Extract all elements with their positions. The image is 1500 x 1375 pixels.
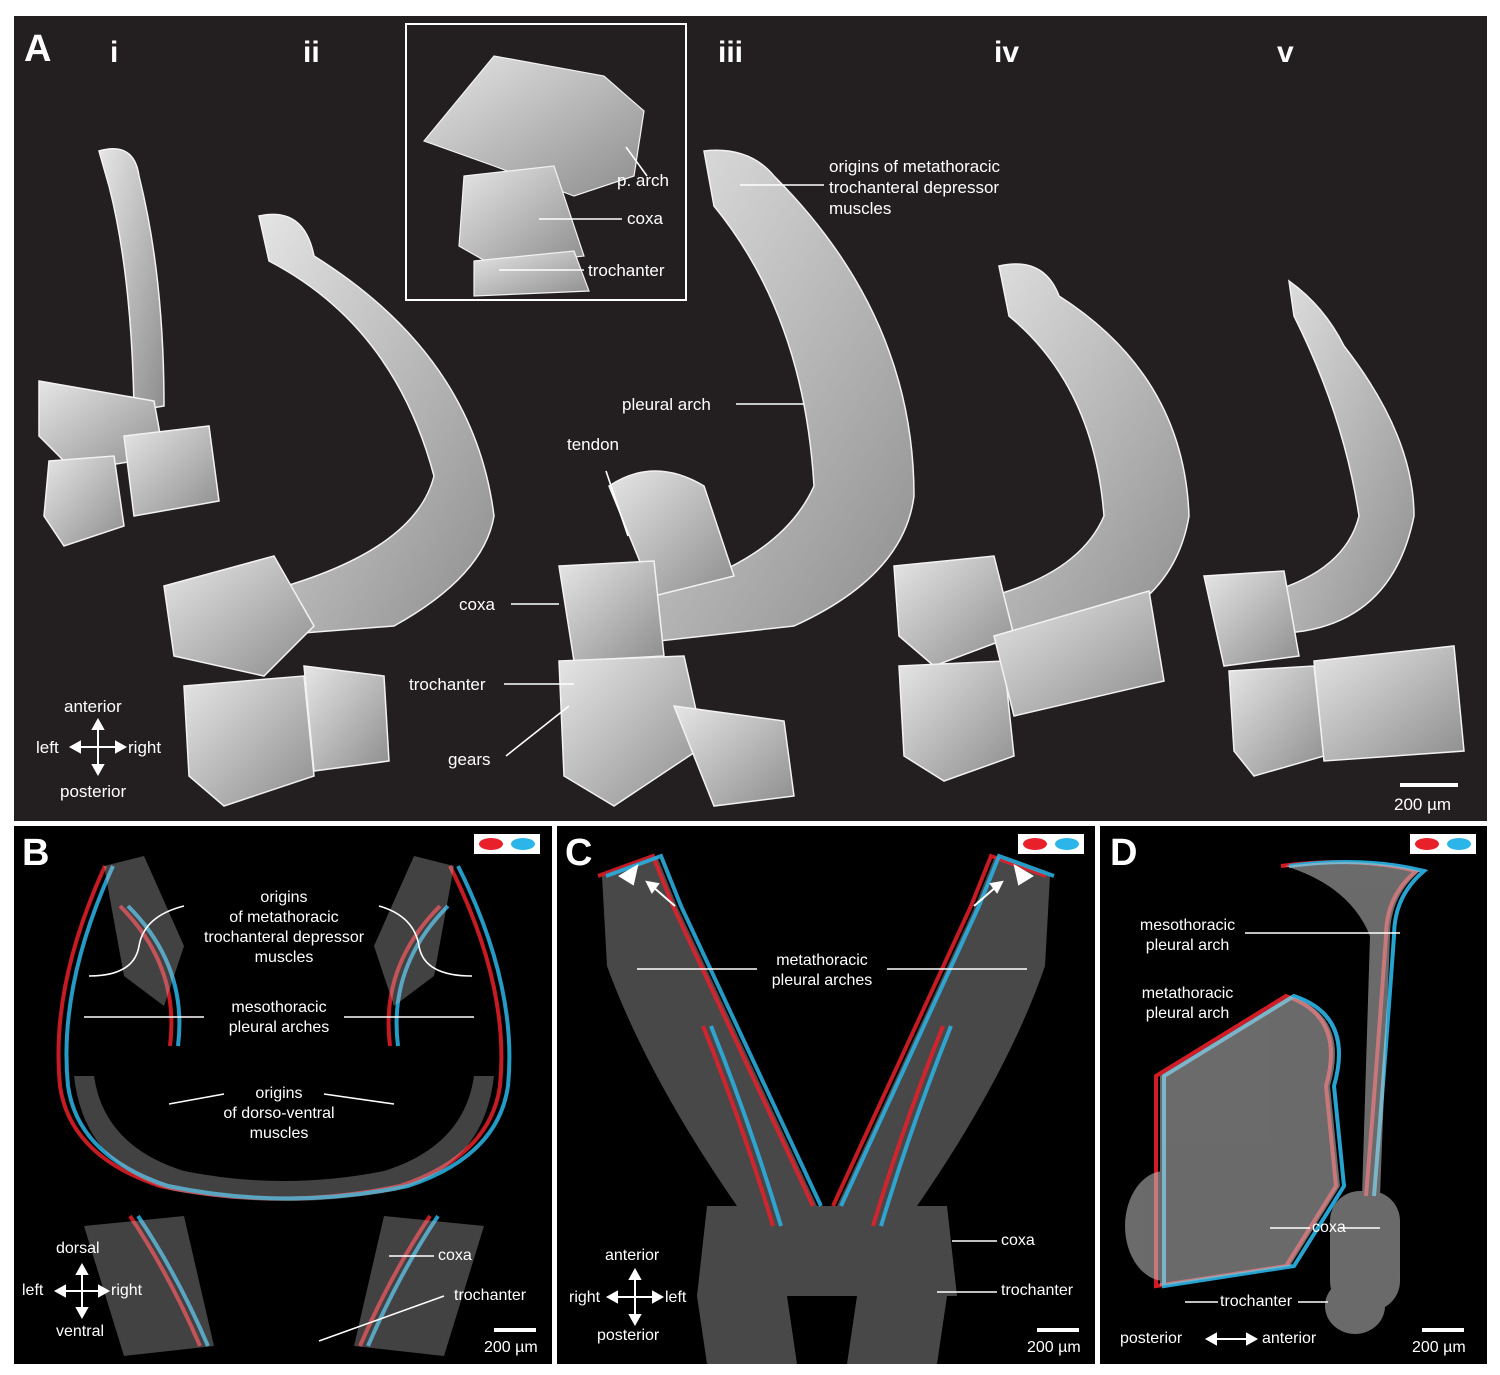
label-origins-depressor: origins of metathoracic trochanteral dep…	[829, 157, 1001, 218]
scale-bar-a	[1400, 783, 1458, 787]
compass-a-bottom: posterior	[60, 782, 127, 801]
scale-bar-b	[494, 1328, 536, 1332]
scale-bar-d	[1422, 1328, 1464, 1332]
inset-frame	[405, 23, 687, 301]
label-trochanter-d: trochanter	[1220, 1293, 1293, 1310]
label-tendon: tendon	[567, 435, 619, 454]
compass-b-top: dorsal	[56, 1240, 100, 1257]
compass-b-left: left	[22, 1282, 44, 1299]
compass-c-top: anterior	[605, 1247, 660, 1264]
label-coxa: coxa	[459, 595, 495, 614]
inset-label-coxa: coxa	[627, 209, 663, 228]
label-coxa-c: coxa	[1001, 1232, 1035, 1249]
panel-a-compass-arrows	[68, 717, 128, 777]
scale-label-b: 200 µm	[484, 1339, 538, 1356]
panel-a-letter: A	[24, 28, 52, 70]
panel-d: D mesothoracic pleural arch metathoracic…	[1100, 826, 1487, 1364]
label-trochanter-b: trochanter	[454, 1287, 527, 1304]
label-pleural-arch: pleural arch	[622, 395, 711, 414]
axis-d-right: anterior	[1262, 1330, 1317, 1347]
panel-c-letter: C	[565, 832, 593, 874]
panel-c: C metathoracic pleural arches coxa troch…	[557, 826, 1095, 1364]
panel-b-specimen	[53, 856, 512, 1356]
label-gears: gears	[448, 750, 491, 769]
label-coxa-d: coxa	[1312, 1219, 1346, 1236]
label-meso-arches: mesothoracic pleural arches	[228, 999, 330, 1036]
specimen-label-iv: iv	[994, 36, 1020, 69]
specimen-ii-image	[163, 213, 495, 807]
label-trochanter-c: trochanter	[1001, 1282, 1074, 1299]
specimen-label-i: i	[110, 36, 119, 69]
specimen-v-image	[1203, 279, 1465, 777]
specimen-label-ii: ii	[303, 36, 320, 69]
specimen-label-iii: iii	[718, 36, 744, 69]
scale-bar-c	[1037, 1328, 1079, 1332]
panel-b-letter: B	[22, 832, 50, 874]
panel-a: A i ii iii iv v p. arch coxa trochanter …	[14, 16, 1487, 821]
panel-d-specimen	[1125, 860, 1429, 1346]
label-trochanter: trochanter	[409, 675, 486, 694]
panel-a-specimens	[38, 23, 1465, 807]
label-origins-dv: origins of dorso-ventral muscles	[223, 1085, 335, 1142]
scale-label-a: 200 µm	[1394, 795, 1452, 814]
compass-a-top: anterior	[64, 697, 122, 716]
label-origins-depressor-b: origins of metathoracic trochanteral dep…	[203, 889, 365, 966]
panel-c-arrows	[618, 863, 1034, 907]
panel-b-compass-arrows	[53, 1262, 111, 1320]
anaglyph-glasses-icon-d	[1410, 834, 1476, 854]
panel-b: B origins of metathoracic trochanteral d…	[14, 826, 552, 1364]
scale-label-d: 200 µm	[1412, 1339, 1466, 1356]
panel-d-letter: D	[1110, 832, 1138, 874]
label-meta-arch-d: metathoracic pleural arch	[1141, 985, 1234, 1022]
compass-b-bottom: ventral	[56, 1323, 105, 1340]
anaglyph-glasses-icon-b	[474, 834, 540, 854]
label-coxa-b: coxa	[438, 1247, 472, 1264]
compass-c-right: left	[665, 1289, 687, 1306]
specimen-iii-image	[558, 149, 915, 807]
label-meta-arches: metathoracic pleural arches	[771, 952, 873, 989]
axis-d-left: posterior	[1120, 1330, 1183, 1347]
specimen-i-image	[38, 148, 220, 547]
scale-label-c: 200 µm	[1027, 1339, 1081, 1356]
inset-label-trochanter: trochanter	[588, 261, 665, 280]
panel-c-specimen	[597, 853, 1055, 1364]
inset-label-arch: p. arch	[617, 171, 669, 190]
compass-a-right: right	[128, 738, 162, 757]
compass-c-left: right	[569, 1289, 601, 1306]
panel-d-axis-arrow	[1204, 1332, 1259, 1346]
panel-d-leaders	[1185, 932, 1400, 1303]
label-meso-arch-d: mesothoracic pleural arch	[1139, 917, 1236, 954]
specimen-iv-image	[893, 263, 1190, 782]
compass-b-right: right	[111, 1282, 143, 1299]
compass-a-left: left	[36, 738, 59, 757]
panel-c-compass-arrows	[605, 1267, 665, 1327]
specimen-label-v: v	[1277, 36, 1294, 69]
compass-c-bottom: posterior	[597, 1327, 660, 1344]
panel-b-leaders	[84, 905, 474, 1342]
panel-c-leaders	[637, 968, 1027, 1293]
anaglyph-glasses-icon-c	[1018, 834, 1084, 854]
panel-a-leaders	[499, 146, 824, 757]
inset-image	[422, 55, 645, 297]
